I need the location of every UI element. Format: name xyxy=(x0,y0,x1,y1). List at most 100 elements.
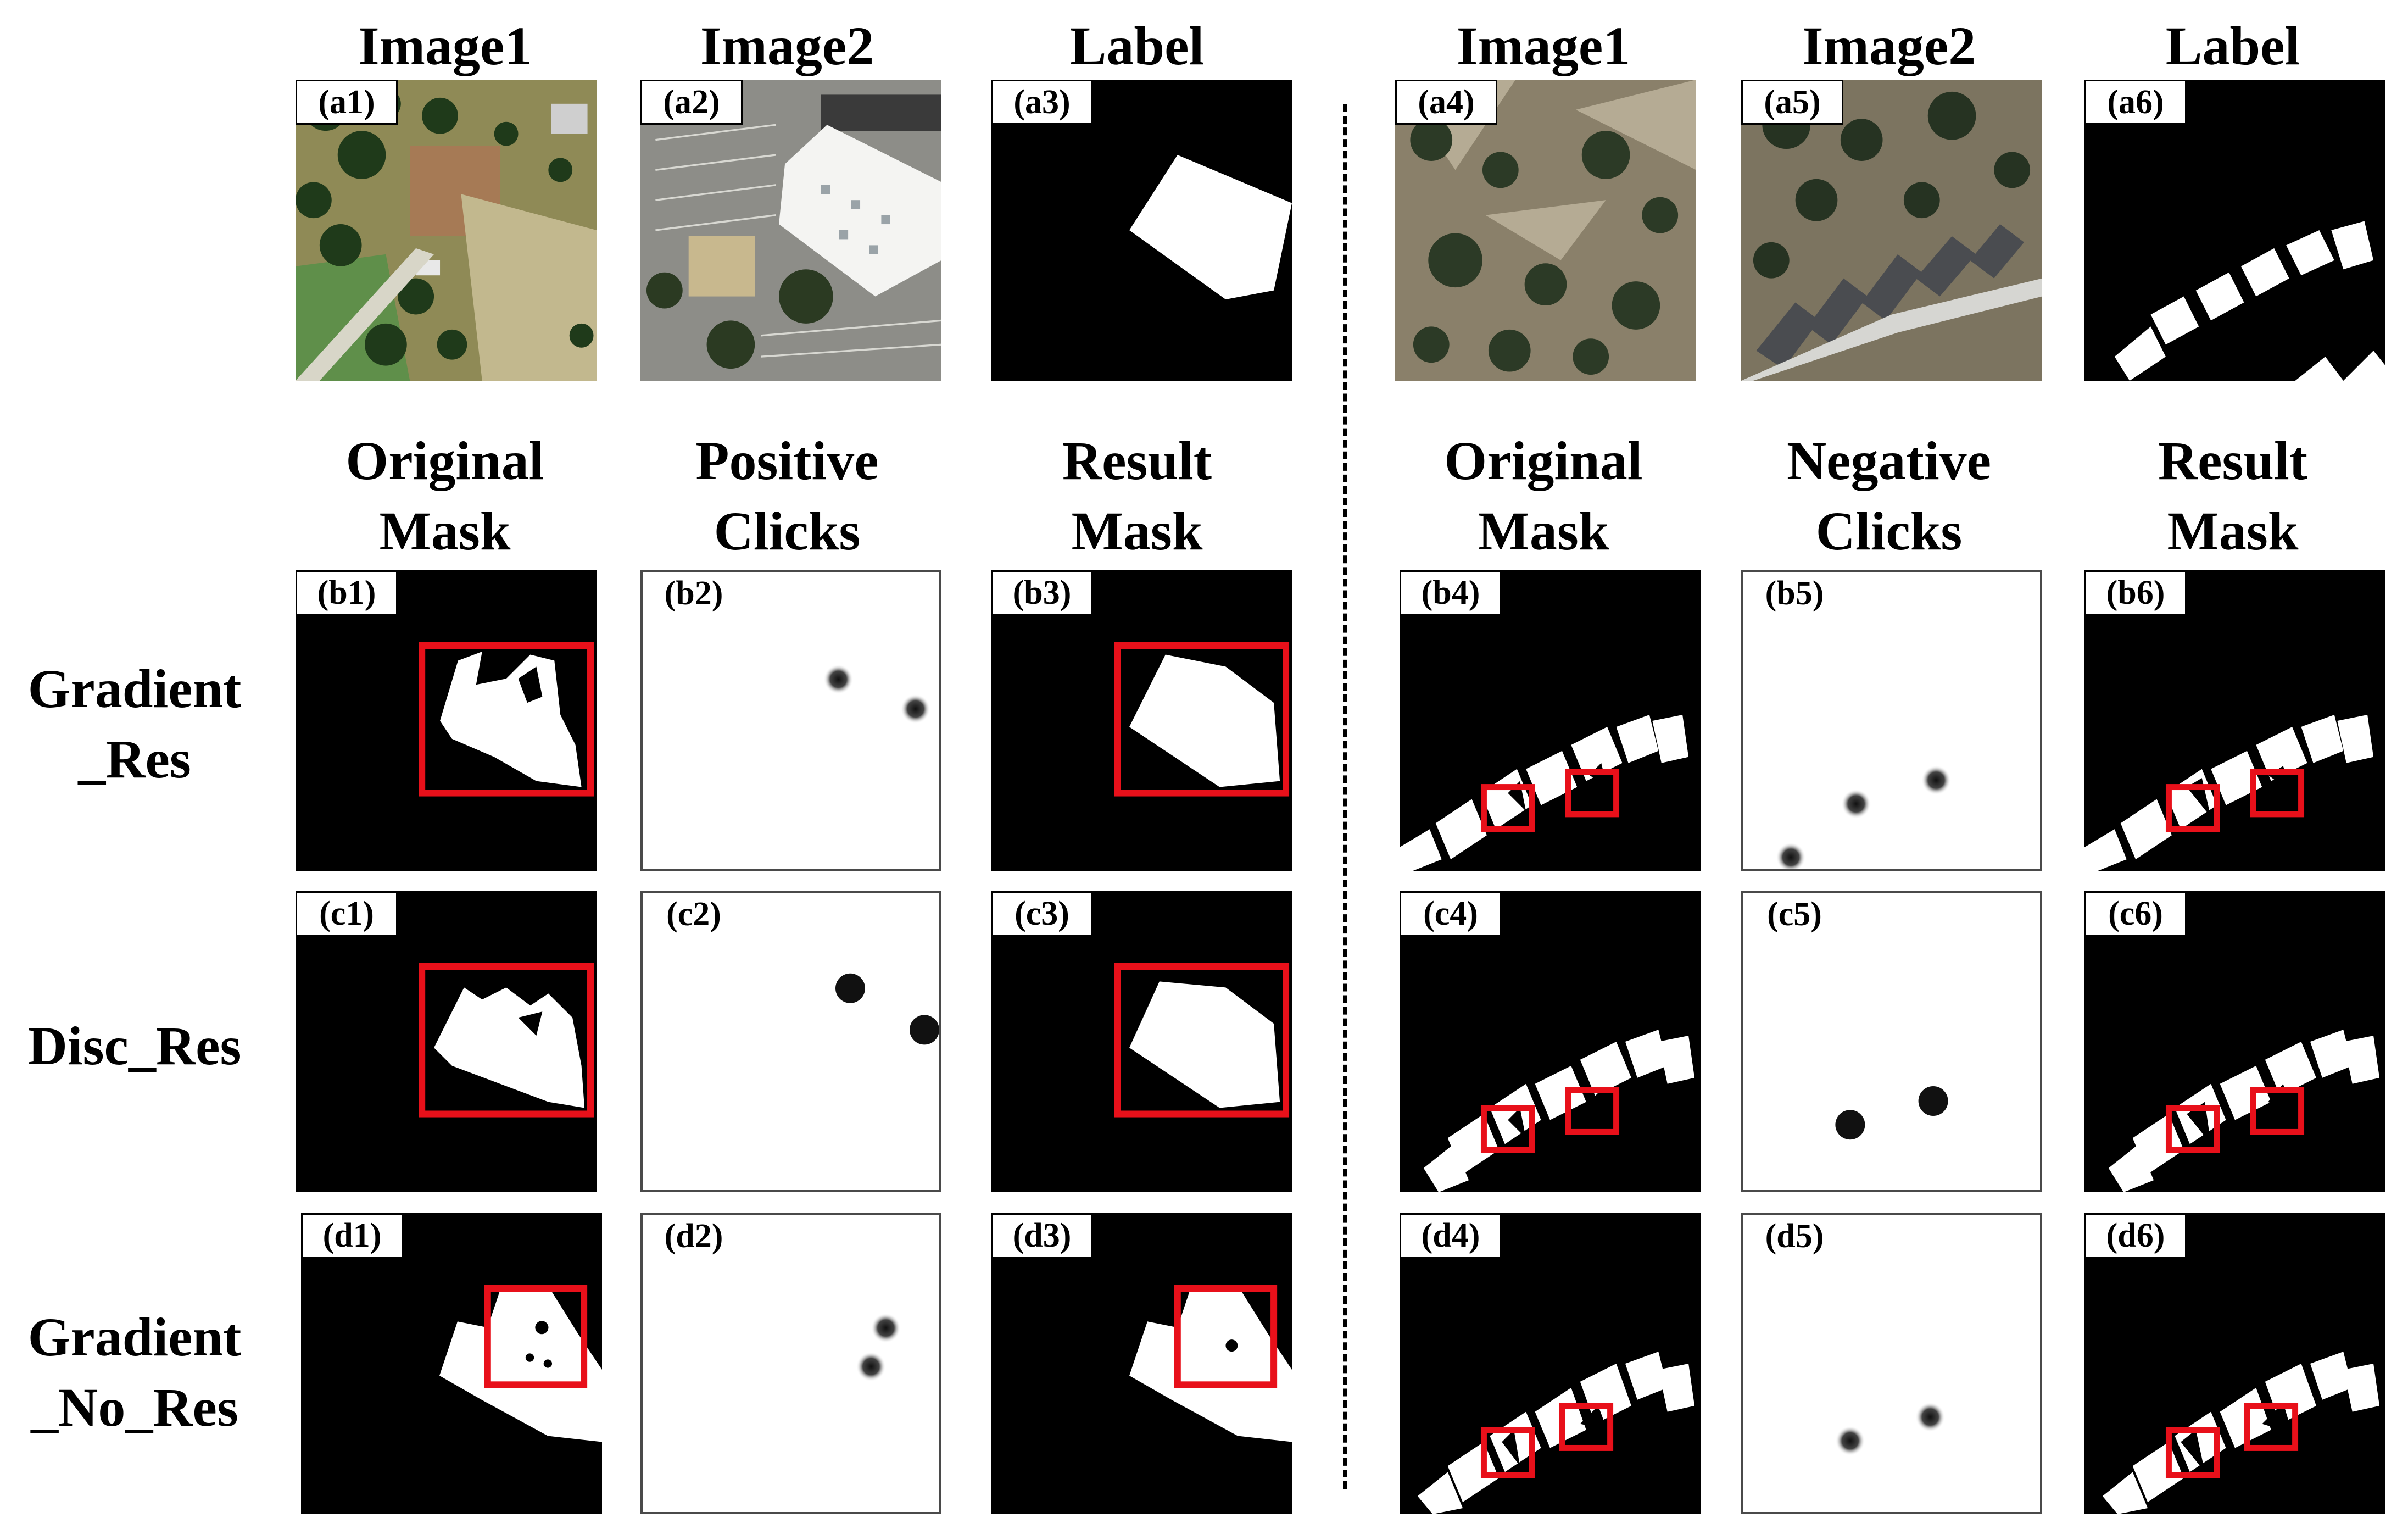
panel-c6: (c6) xyxy=(2084,891,2385,1192)
header-line: Result xyxy=(2158,430,2308,491)
row-label-line: _No_Res xyxy=(31,1377,238,1438)
panel-b3: (b3) xyxy=(991,570,1292,871)
panel-a2: (a2) xyxy=(640,80,941,381)
panel-a5: (a5) xyxy=(1741,80,2042,381)
original-mask xyxy=(1400,570,1701,871)
result-mask xyxy=(991,891,1292,1192)
panel-c5: (c5) xyxy=(1741,891,2042,1192)
result-mask xyxy=(2084,1213,2385,1514)
click-marker xyxy=(1835,1426,1865,1456)
panel-c1: (c1) xyxy=(296,891,597,1192)
aerial-photo xyxy=(296,80,597,381)
panel-b6: (b6) xyxy=(2084,570,2385,871)
original-mask xyxy=(296,570,597,871)
header-line: Mask xyxy=(2167,501,2299,561)
panel-c2: (c2) xyxy=(640,891,941,1192)
click-map xyxy=(1835,1402,1946,1456)
panel-tag: (d3) xyxy=(991,1213,1093,1258)
panel-tag: (c6) xyxy=(2084,891,2187,936)
panel-b1: (b1) xyxy=(296,570,597,871)
panel-tag: (b2) xyxy=(664,575,723,612)
panel-tag: (b6) xyxy=(2084,570,2187,615)
panel-tag: (a3) xyxy=(991,80,1093,125)
row-label-line: Disc_Res xyxy=(27,1015,242,1076)
panel-tag: (d5) xyxy=(1765,1217,1824,1255)
panel-tag: (b1) xyxy=(296,570,398,615)
panel-a4: (a4) xyxy=(1395,80,1696,381)
header-line: Mask xyxy=(379,501,511,561)
aerial-photo xyxy=(1395,80,1696,381)
click-marker xyxy=(900,694,930,724)
header-image2-right: Image2 xyxy=(1802,15,1976,76)
header-original-mask-left: Original Mask xyxy=(297,426,593,566)
panel-tag: (a2) xyxy=(640,80,743,125)
result-mask xyxy=(2084,891,2385,1192)
panel-tag: (c4) xyxy=(1400,891,1502,936)
panel-tag: (b5) xyxy=(1765,575,1824,612)
header-line: Clicks xyxy=(1815,501,1963,561)
panel-c4: (c4) xyxy=(1400,891,1701,1192)
result-mask xyxy=(2084,570,2385,871)
header-image1-right: Image1 xyxy=(1456,15,1631,76)
panel-b5: (b5) xyxy=(1741,570,2042,871)
panel-tag: (a5) xyxy=(1741,80,1843,125)
panel-tag: (a4) xyxy=(1395,80,1497,125)
click-marker xyxy=(1835,1110,1865,1140)
header-line: Result xyxy=(1062,430,1212,491)
aerial-photo xyxy=(1741,80,2042,381)
header-image2-left: Image2 xyxy=(700,15,874,76)
panel-tag: (b3) xyxy=(991,570,1093,615)
header-label-right: Label xyxy=(2165,15,2300,76)
click-marker xyxy=(1776,842,1806,869)
panel-tag: (a6) xyxy=(2084,80,2187,125)
row-label-gradient-res: Gradient _Res xyxy=(11,654,258,794)
header-result-mask-left: Result Mask xyxy=(989,426,1285,566)
panel-tag: (c2) xyxy=(666,896,721,933)
panel-b4: (b4) xyxy=(1400,570,1701,871)
original-mask xyxy=(1400,891,1701,1192)
panel-a6: (a6) xyxy=(2084,80,2385,381)
header-line: Positive xyxy=(695,430,879,491)
panel-c3: (c3) xyxy=(991,891,1292,1192)
original-mask xyxy=(301,1213,602,1514)
panel-tag: (c5) xyxy=(1767,896,1822,933)
panel-tag: (d4) xyxy=(1400,1213,1502,1258)
panel-d2: (d2) xyxy=(640,1213,941,1514)
header-line: Clicks xyxy=(714,501,861,561)
header-line: Negative xyxy=(1786,430,1992,491)
click-marker xyxy=(835,973,865,1003)
panel-tag: (d6) xyxy=(2084,1213,2187,1258)
click-marker xyxy=(1841,789,1871,819)
header-line: Mask xyxy=(1071,501,1203,561)
click-map xyxy=(1835,1086,1948,1140)
panel-tag: (d2) xyxy=(664,1217,723,1255)
group-divider xyxy=(1343,104,1347,1489)
row-label-gradient-no-res: Gradient _No_Res xyxy=(11,1302,258,1443)
click-marker xyxy=(910,1015,939,1045)
panel-d5: (d5) xyxy=(1741,1213,2042,1514)
panel-tag: (c3) xyxy=(991,891,1093,936)
click-marker xyxy=(823,664,854,694)
click-map xyxy=(1776,765,1951,869)
click-marker xyxy=(871,1313,901,1343)
panel-b2: (b2) xyxy=(640,570,941,871)
panel-tag: (c1) xyxy=(296,891,398,936)
panel-d6: (d6) xyxy=(2084,1213,2385,1514)
header-line: Mask xyxy=(1478,501,1609,561)
click-marker xyxy=(856,1352,886,1382)
label-mask xyxy=(991,80,1292,381)
result-mask xyxy=(991,1213,1292,1514)
label-mask xyxy=(2084,80,2385,381)
original-mask xyxy=(296,891,597,1192)
click-map xyxy=(823,664,930,724)
click-map xyxy=(856,1313,901,1382)
row-label-line: _Res xyxy=(78,729,191,790)
result-mask xyxy=(991,570,1292,871)
panel-tag: (a1) xyxy=(296,80,398,125)
header-original-mask-right: Original Mask xyxy=(1395,426,1692,566)
panel-tag: (b4) xyxy=(1400,570,1502,615)
header-result-mask-right: Result Mask xyxy=(2084,426,2381,566)
click-map xyxy=(835,973,939,1045)
panel-d1: (d1) xyxy=(301,1213,602,1514)
header-positive-clicks: Positive Clicks xyxy=(639,426,935,566)
